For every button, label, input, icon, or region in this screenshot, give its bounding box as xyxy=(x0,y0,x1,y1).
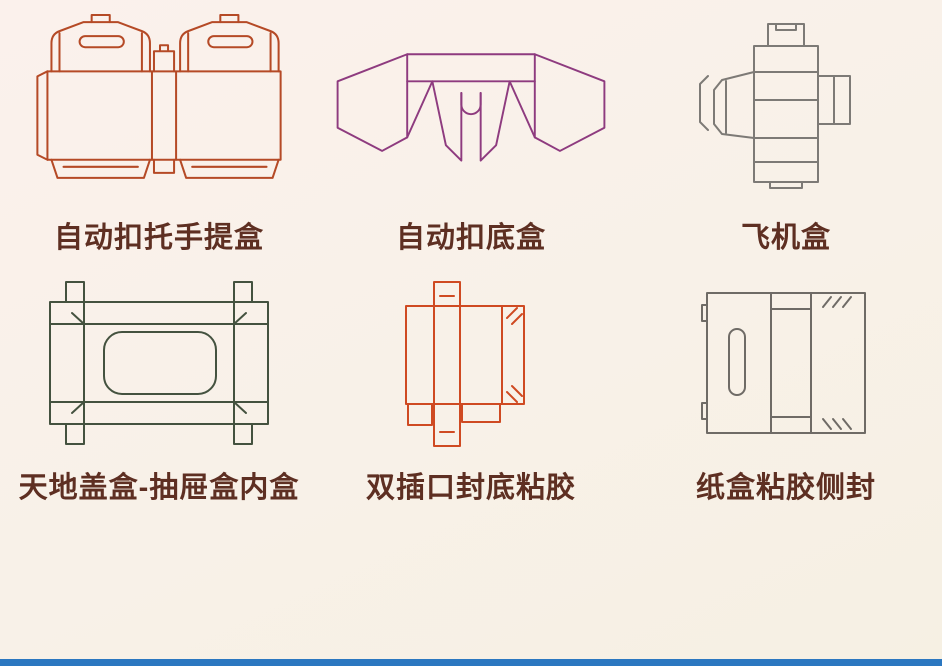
card-double-tuck-glued-bottom: 双插口封底粘胶 xyxy=(322,268,620,518)
double-tuck-glued-bottom-dieline-strokes xyxy=(405,280,525,447)
card-handle-carry-box: 自动扣托手提盒 xyxy=(8,2,310,260)
auto-lock-bottom-dieline-strokes xyxy=(336,52,606,162)
mailer-box-dieline-icon xyxy=(640,2,932,208)
handle-carry-box-dieline-strokes xyxy=(36,14,282,179)
double-tuck-glued-bottom-dieline-icon xyxy=(322,268,620,458)
side-glued-carton-dieline-icon xyxy=(640,268,932,458)
card-label-lid-tray-box: 天地盖盒-抽屉盒内盒 xyxy=(18,472,300,504)
card-lid-tray-box: 天地盖盒-抽屉盒内盒 xyxy=(8,268,310,518)
mailer-box-dieline-strokes xyxy=(699,23,851,189)
bottom-section-edge xyxy=(0,659,942,666)
card-side-glued-carton: 纸盒粘胶侧封 xyxy=(640,268,932,518)
card-label-mailer-box: 飞机盒 xyxy=(740,222,831,254)
card-label-handle-carry-box: 自动扣托手提盒 xyxy=(53,222,264,254)
card-label-side-glued-carton: 纸盒粘胶侧封 xyxy=(695,472,876,504)
side-glued-carton-dieline-strokes xyxy=(700,292,866,434)
card-auto-lock-bottom-box: 自动扣底盒 xyxy=(322,2,620,260)
card-label-double-tuck-glued-bottom: 双插口封底粘胶 xyxy=(365,472,576,504)
card-mailer-box: 飞机盒 xyxy=(640,2,932,260)
auto-lock-bottom-dieline-icon xyxy=(322,2,620,208)
lid-tray-box-dieline-strokes xyxy=(48,281,269,445)
lid-tray-box-dieline-icon xyxy=(8,268,310,458)
card-label-auto-lock-bottom-box: 自动扣底盒 xyxy=(395,222,546,254)
handle-carry-box-dieline-icon xyxy=(8,2,310,208)
